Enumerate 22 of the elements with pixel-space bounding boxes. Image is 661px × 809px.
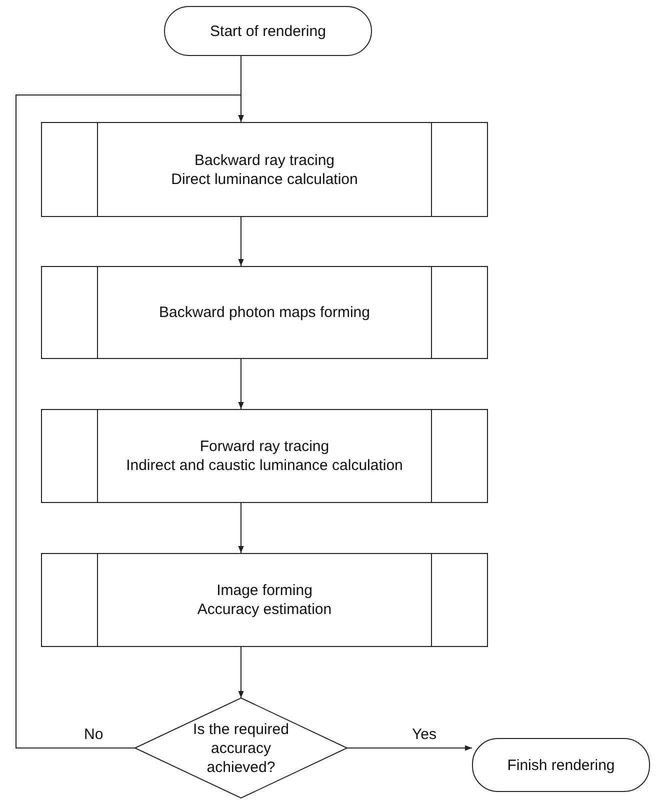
predefined-process-box bbox=[41, 409, 488, 503]
predefined-process-box bbox=[41, 266, 488, 359]
terminator bbox=[164, 6, 372, 56]
node-text: Backward photon maps forming bbox=[159, 303, 370, 322]
node-text: Direct luminance calculation bbox=[171, 170, 358, 188]
arrow bbox=[16, 94, 244, 748]
node-text: Start of rendering bbox=[210, 22, 326, 40]
terminator bbox=[472, 738, 650, 792]
arrow bbox=[238, 216, 244, 266]
node-text: Finish rendering bbox=[507, 756, 615, 774]
node-text: Indirect and caustic luminance calculation bbox=[126, 456, 403, 475]
arrow bbox=[238, 502, 244, 554]
node-text: Image forming bbox=[216, 581, 312, 600]
arrow bbox=[238, 646, 244, 698]
node-text: Forward ray tracing bbox=[200, 437, 330, 456]
node-text: Backward ray tracing bbox=[194, 150, 335, 170]
arrow bbox=[238, 358, 244, 410]
node-text: Is the required accuracy achieved? bbox=[192, 720, 290, 776]
node-text: Accuracy estimation bbox=[197, 600, 332, 619]
arrow bbox=[346, 745, 472, 751]
predefined-process-box bbox=[41, 122, 488, 217]
predefined-process-box bbox=[41, 553, 488, 647]
